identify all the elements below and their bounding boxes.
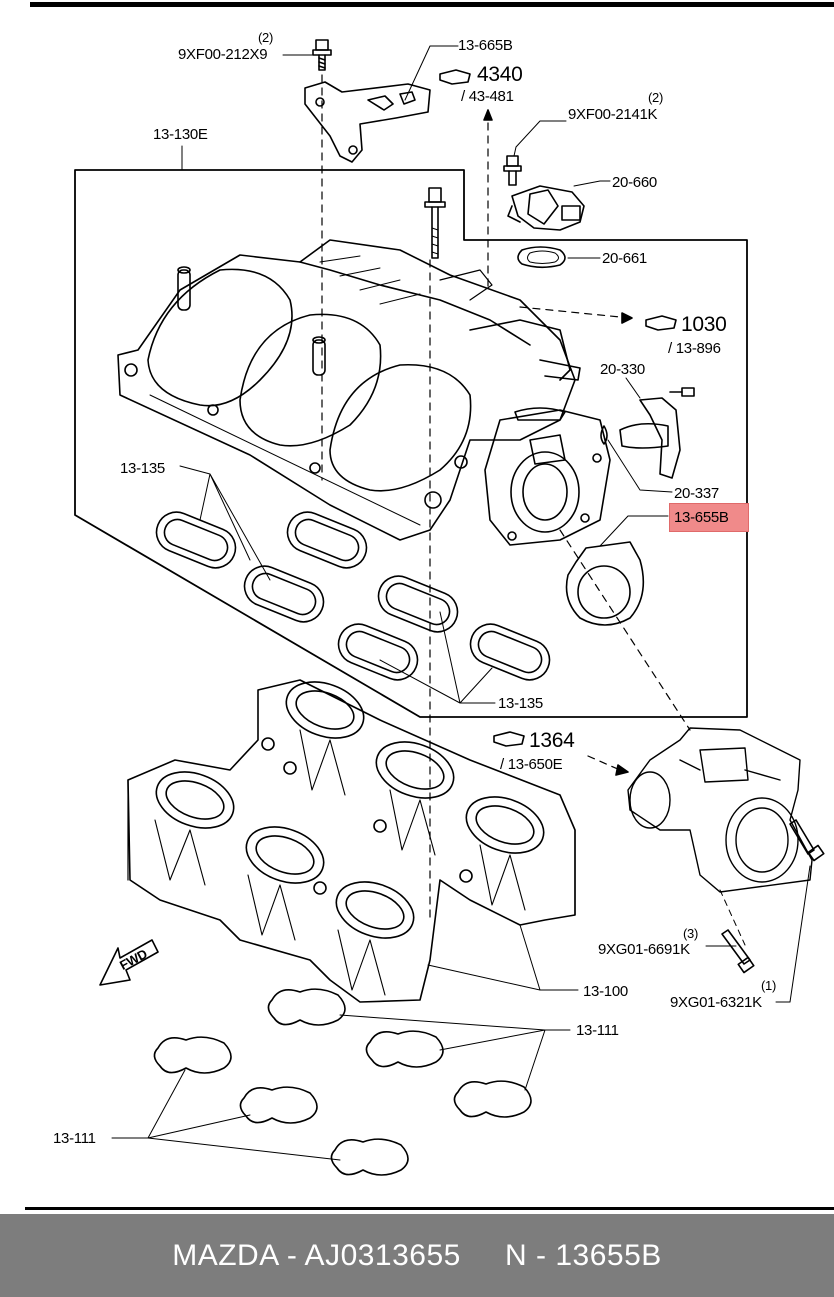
gaskets-13-135-drawing xyxy=(155,511,551,681)
throttle-flange-drawing xyxy=(484,407,611,546)
bracket-13-665b-drawing xyxy=(304,81,431,163)
top-border-line xyxy=(30,2,834,7)
label-9xg01-6691k: 9XG01-6691K xyxy=(598,941,690,958)
label-ref-1364-sub: / 13-650E xyxy=(500,756,563,773)
assembly-frame xyxy=(74,169,748,718)
label-13-665b-top: 13-665B xyxy=(458,37,513,54)
label-13-100: 13-100 xyxy=(583,983,628,1000)
hose-20-330-drawing xyxy=(619,387,695,479)
bolt-9xg01-6691k-drawing xyxy=(721,929,755,974)
label-13-111-left: 13-111 xyxy=(53,1130,96,1147)
pointing-hand-icon-1030 xyxy=(645,315,677,331)
oring-drawing xyxy=(600,425,608,445)
highlighted-part-13-655b[interactable]: 13-655B xyxy=(669,503,749,532)
label-9xf00-212x9: 9XF00-212X9 xyxy=(178,46,268,63)
label-13-130e: 13-130E xyxy=(153,126,208,143)
dashed-guides xyxy=(321,74,691,921)
bolt-9xg01-6321k-drawing xyxy=(789,819,825,862)
throttle-body-drawing xyxy=(627,727,813,893)
label-ref-1030: 1030 xyxy=(681,313,727,336)
fwd-arrow-icon xyxy=(99,939,159,986)
bolt-9xf00-212x9-drawing xyxy=(312,39,332,71)
label-20-337: 20-337 xyxy=(674,485,719,502)
bottom-border-line xyxy=(25,1207,834,1210)
label-20-660: 20-660 xyxy=(612,174,657,191)
label-qty-2141k: (2) xyxy=(648,90,663,105)
gaskets-13-111-drawing xyxy=(153,988,532,1176)
label-9xf00-2141k: 9XF00-2141K xyxy=(568,106,658,123)
label-ref-4340: 4340 xyxy=(477,63,523,86)
gasket-20-661-drawing xyxy=(517,246,566,269)
upper-manifold-drawing xyxy=(117,239,581,541)
label-20-330: 20-330 xyxy=(600,361,645,378)
label-qty-6321k: (1) xyxy=(761,978,776,993)
label-ref-4340-sub: / 43-481 xyxy=(461,88,514,105)
label-ref-1030-sub: / 13-896 xyxy=(668,340,721,357)
lower-manifold-drawing xyxy=(127,679,576,1003)
label-qty-212x9: (2) xyxy=(258,30,273,45)
label-qty-6691k: (3) xyxy=(683,926,698,941)
label-13-655b-highlight: 13-655B xyxy=(674,509,729,526)
label-13-111-right: 13-111 xyxy=(576,1022,619,1039)
pointing-hand-icon-4340 xyxy=(439,69,471,85)
label-13-135-bottom: 13-135 xyxy=(498,695,543,712)
pointing-hand-icon-1364 xyxy=(493,731,525,747)
bolt-9xf00-2141k-drawing xyxy=(503,155,522,186)
label-ref-1364: 1364 xyxy=(529,729,575,752)
gasket-13-655b-drawing xyxy=(565,541,645,626)
label-9xg01-6321k: 9XG01-6321K xyxy=(670,994,762,1011)
sensor-20-660-drawing xyxy=(507,185,585,231)
long-bolt-drawing xyxy=(424,187,446,259)
footer-text: MAZDA - AJ0313655 N - 13655B xyxy=(172,1238,662,1272)
label-20-661: 20-661 xyxy=(602,250,647,267)
label-13-135-left: 13-135 xyxy=(120,460,165,477)
part-number-footer: MAZDA - AJ0313655 N - 13655B xyxy=(0,1214,834,1297)
